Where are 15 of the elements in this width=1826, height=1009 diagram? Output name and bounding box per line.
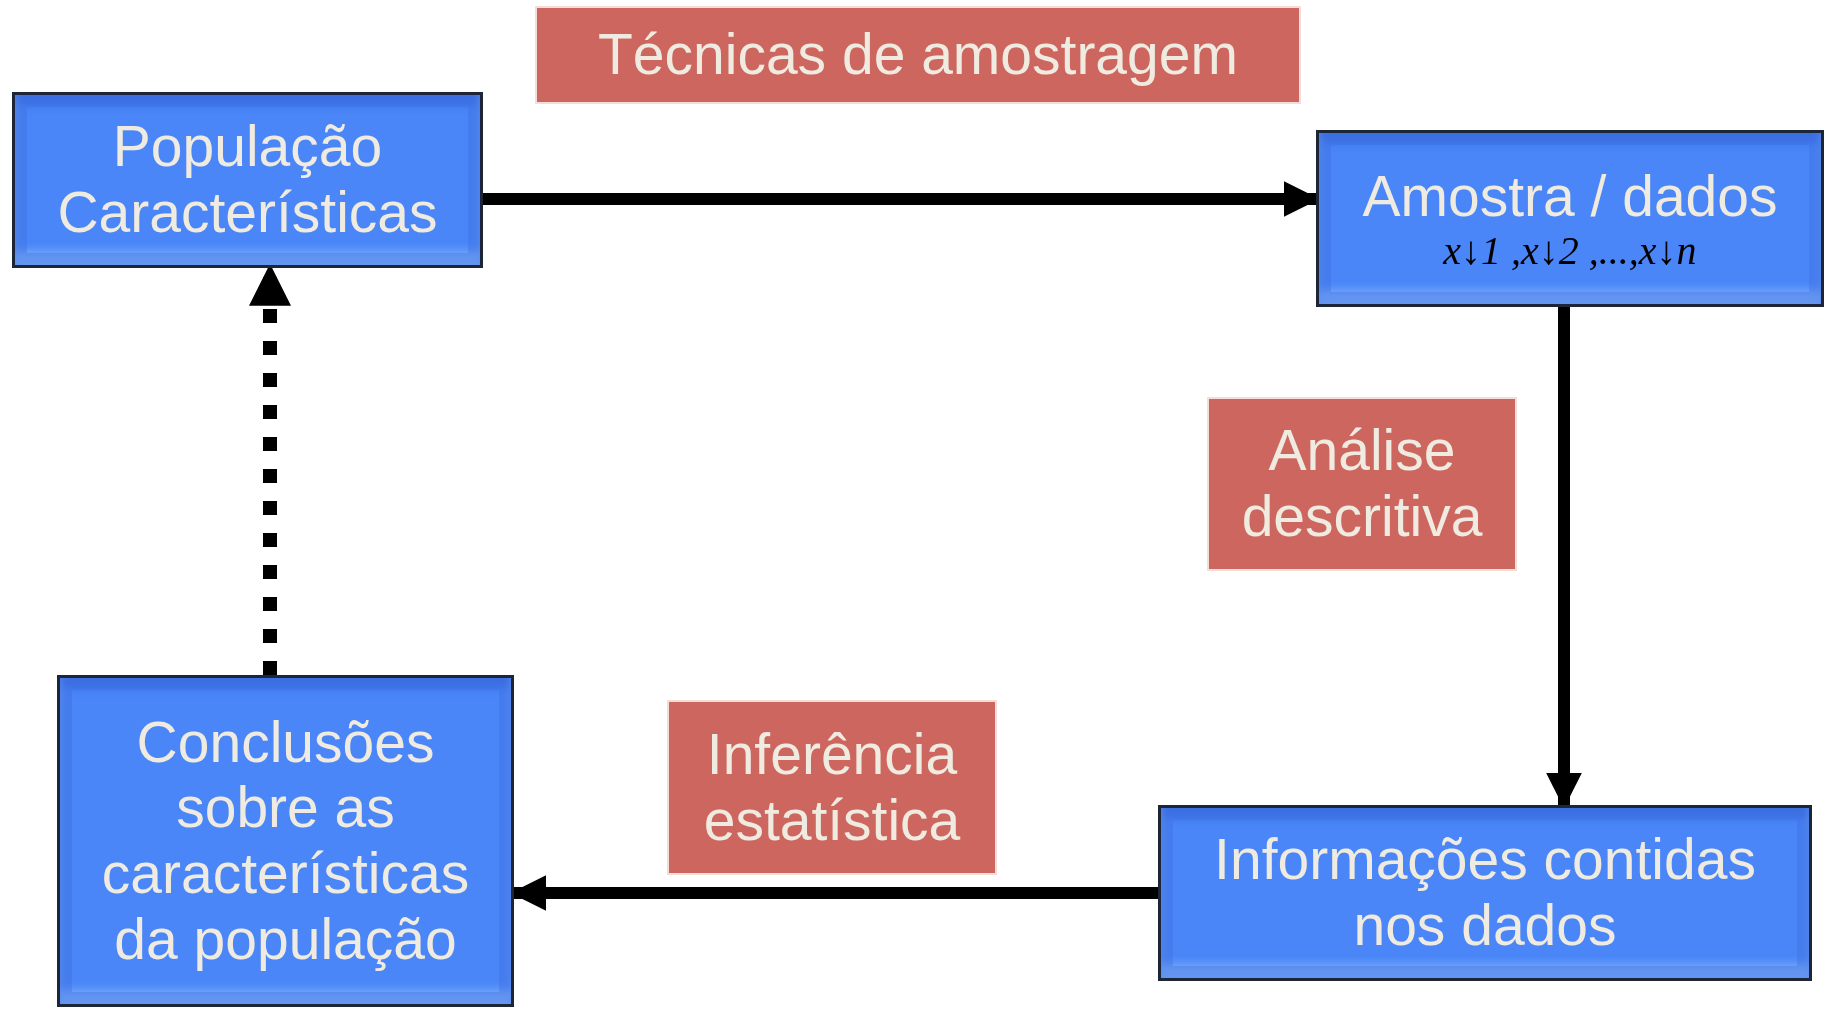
box-text: Informações contidas nos dados — [1213, 827, 1757, 959]
box-text: População Características — [56, 114, 439, 246]
box-text: Análise descritiva — [1240, 418, 1484, 550]
label-box — [535, 6, 1301, 104]
formula-text: x↓1 ,x↓2 ,...,x↓n — [1443, 229, 1697, 274]
box-text: Conclusões sobre as características da população — [101, 709, 470, 973]
label-box — [1207, 397, 1517, 571]
process-box — [1316, 130, 1824, 307]
box-text: Amostra / dados — [1362, 163, 1778, 230]
box-text: Inferência estatística — [702, 721, 962, 854]
box-text: Técnicas de amostragem — [598, 22, 1238, 88]
label-box — [667, 700, 997, 875]
process-box — [57, 675, 514, 1007]
process-box — [12, 92, 483, 268]
process-box — [1158, 805, 1812, 981]
